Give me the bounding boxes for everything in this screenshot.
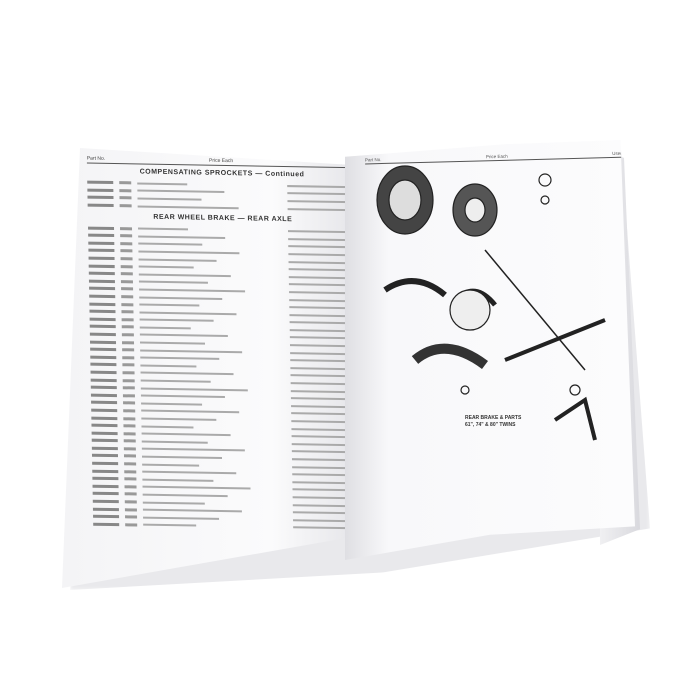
brake-shoe xyxy=(383,278,447,298)
section-continued-heading: COMPENSATING SPROCKETS — Continued xyxy=(139,168,305,179)
header-price-each: Price Each xyxy=(208,157,234,165)
brake-shoe-lined xyxy=(411,343,488,370)
brake-rod xyxy=(484,249,586,371)
parts-list-top xyxy=(87,179,358,214)
parts-list xyxy=(88,224,362,533)
brake-spring xyxy=(449,289,491,331)
header-part-no: Part No. xyxy=(86,155,106,162)
figure-subtitle: 61", 74" & 80" TWINS xyxy=(465,422,516,428)
left-page-header: Part No. Price Each Used On xyxy=(86,155,357,169)
figure-caption: REAR BRAKE & PARTS 61", 74" & 80" TWINS xyxy=(465,415,521,429)
brake-lever xyxy=(553,396,597,441)
brake-parts-diagram xyxy=(376,165,606,441)
figure-title: REAR BRAKE & PARTS xyxy=(465,415,522,421)
right-page: Part No. Price Each Used On REAR BRAKE &… xyxy=(345,140,635,560)
left-page: Part No. Price Each Used On COMPENSATING… xyxy=(62,148,362,588)
section-heading: REAR WHEEL BRAKE — REAR AXLE xyxy=(153,214,293,224)
